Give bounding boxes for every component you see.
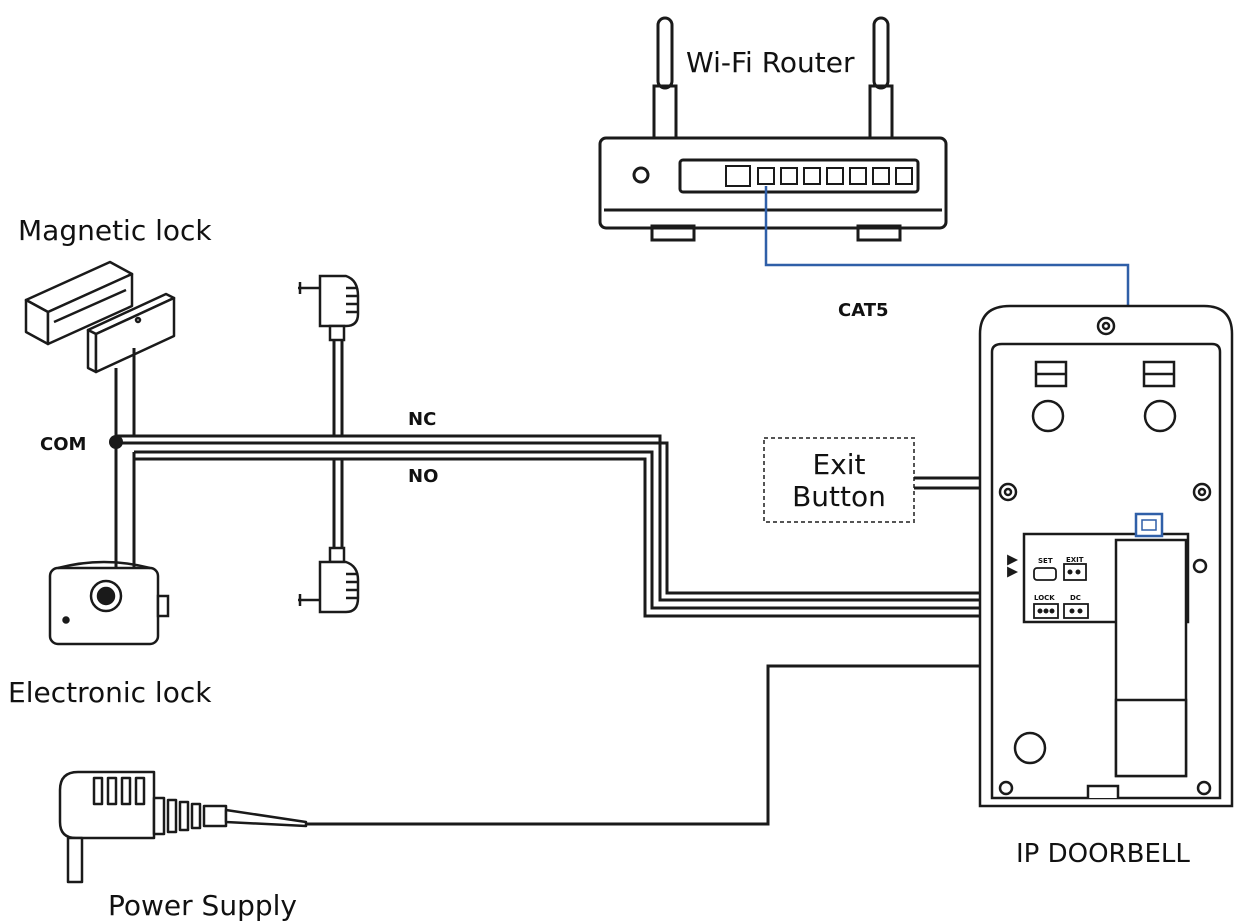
lock-wiring (114, 340, 1040, 618)
no-label: NO (408, 466, 438, 487)
terminal-set-label: SET (1038, 557, 1053, 565)
power-adapter-icon (58, 770, 308, 884)
exit-button-box (763, 437, 915, 523)
connector-bottom-icon (298, 546, 360, 614)
router-label: Wi-Fi Router (686, 46, 855, 79)
electronic-lock-icon (48, 560, 170, 646)
cat5-label: CAT5 (838, 300, 889, 321)
terminal-dc-label: DC (1070, 594, 1081, 602)
ip-doorbell-icon (978, 304, 1234, 808)
com-junction (109, 435, 123, 449)
exit-button-label-1: Exit (812, 448, 865, 481)
terminal-exit-label: EXIT (1066, 556, 1084, 564)
electronic-lock-label: Electronic lock (8, 676, 212, 709)
wifi-router-icon (598, 16, 948, 242)
nc-label: NC (408, 409, 436, 430)
magnetic-lock-icon (24, 260, 176, 374)
exit-button-label-2: Button (792, 480, 886, 513)
power-supply-label: Power Supply (108, 889, 297, 922)
power-cable (306, 620, 1078, 826)
terminal-lock-label: LOCK (1034, 594, 1055, 602)
com-label: COM (40, 434, 86, 455)
doorbell-terminals (1007, 554, 1089, 619)
doorbell-label: IP DOORBELL (1016, 839, 1190, 869)
magnetic-lock-label: Magnetic lock (18, 214, 212, 247)
connector-top-icon (298, 274, 360, 342)
